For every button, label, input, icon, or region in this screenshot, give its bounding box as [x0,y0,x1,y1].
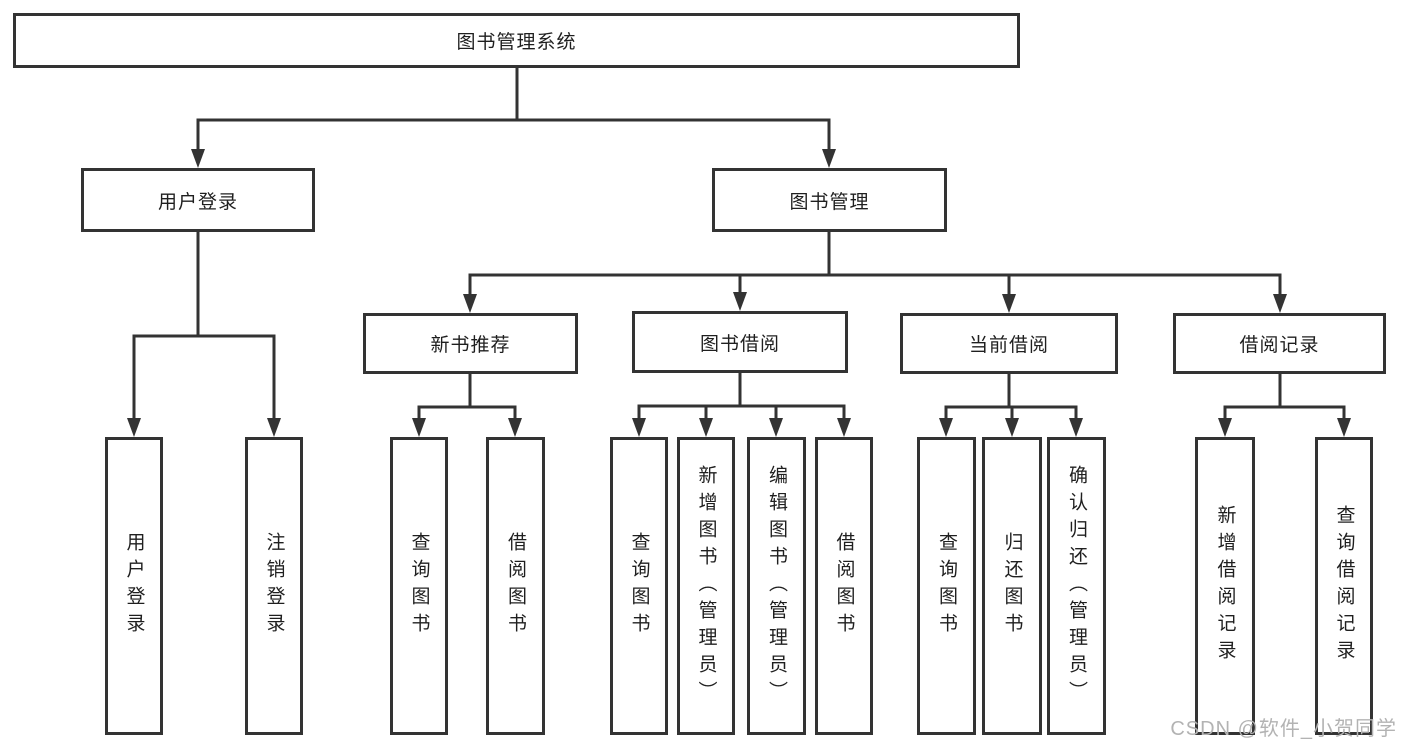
node-label: 用户登录 [123,532,145,640]
node-new-book-recommend: 新书推荐 [363,313,578,374]
leaf-user-login: 用户登录 [105,437,163,735]
node-label: 查询图书 [936,532,957,640]
node-label: 图书管理系统 [456,32,577,53]
node-book-borrowing: 图书借阅 [632,311,848,373]
node-current-borrowing: 当前借阅 [900,313,1118,374]
leaf-query-books-recommend: 查询图书 [390,437,448,735]
node-label: 编辑图书（管理员） [766,464,787,708]
node-label: 借阅图书 [833,532,855,640]
leaf-logout: 注销登录 [245,437,303,735]
node-label: 图书借阅 [699,333,780,355]
leaf-add-borrow-record: 新增借阅记录 [1195,437,1255,735]
node-label: 借阅图书 [505,532,526,640]
leaf-add-books-admin: 新增图书（管理员） [677,437,735,735]
node-label: 借阅记录 [1239,335,1320,356]
node-label: 注销登录 [263,532,285,640]
node-library-management-system: 图书管理系统 [13,13,1020,68]
leaf-borrow-books: 借阅图书 [815,437,873,735]
node-label: 图书管理 [789,191,870,213]
node-label: 查询图书 [628,532,650,640]
node-book-management: 图书管理 [712,168,947,232]
node-label: 查询借阅记录 [1333,505,1355,667]
leaf-query-borrow-record: 查询借阅记录 [1315,437,1373,735]
node-user-login-group: 用户登录 [81,168,315,232]
node-label: 新书推荐 [430,335,511,356]
leaf-query-books-current: 查询图书 [917,437,976,735]
leaf-confirm-return-admin: 确认归还（管理员） [1047,437,1106,735]
node-label: 归还图书 [1001,532,1023,640]
leaf-return-books: 归还图书 [982,437,1042,735]
leaf-borrow-books-recommend: 借阅图书 [486,437,545,735]
node-label: 用户登录 [157,191,238,213]
node-label: 新增借阅记录 [1214,505,1236,667]
csdn-watermark: CSDN @软件_小贺同学 [1170,718,1397,740]
leaf-edit-books-admin: 编辑图书（管理员） [747,437,806,735]
node-borrowing-records: 借阅记录 [1173,313,1386,374]
node-label: 新增图书（管理员） [695,464,717,708]
node-label: 查询图书 [408,532,430,640]
node-label: 当前借阅 [968,335,1049,356]
node-label: 确认归还（管理员） [1066,464,1087,708]
leaf-query-books-borrow: 查询图书 [610,437,668,735]
